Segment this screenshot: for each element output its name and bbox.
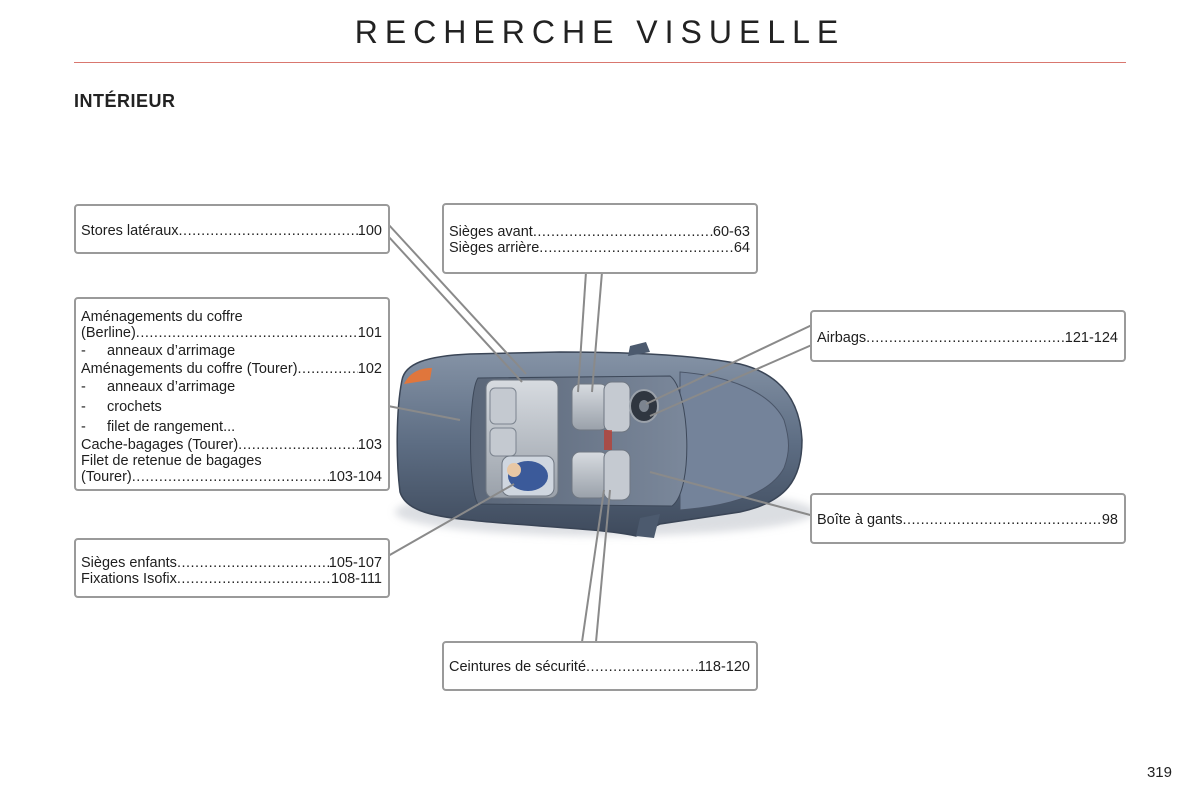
leader-stores (387, 235, 523, 383)
entry-sieges-arriere: Sièges arrière 64 (449, 240, 750, 256)
entry-page: 118-120 (697, 659, 750, 675)
rear-seat-cushion (489, 427, 517, 457)
callout-sieges-enfants[interactable]: Sièges enfants 105-107 Fixations Isofix … (74, 538, 390, 598)
entry-label: Sièges enfants (81, 555, 177, 571)
child-head (507, 463, 521, 477)
entry-page: 102 (357, 361, 382, 377)
entry-page: 101 (357, 325, 382, 341)
section-heading: INTÉRIEUR (74, 91, 176, 111)
entry-page: 121-124 (1064, 330, 1118, 346)
entry-sieges-avant: Sièges avant 60-63 (449, 224, 750, 240)
mirror (628, 342, 650, 356)
dot-leader (866, 330, 1065, 346)
callout-boite-a-gants[interactable]: Boîte à gants 98 (810, 493, 1126, 544)
dot-leader (132, 469, 329, 485)
page-number: 319 (1146, 764, 1172, 781)
callout-ceintures[interactable]: Ceintures de sécurité 118-120 (442, 641, 758, 691)
entry-filet-retenue: (Tourer) 103-104 (81, 469, 382, 485)
entry-page: 108-111 (330, 571, 382, 587)
entry-page: 60-63 (712, 224, 750, 240)
front-seat-right-back (603, 449, 631, 501)
entry-page: 103-104 (328, 469, 382, 485)
title-rule (74, 62, 1126, 63)
dot-leader (539, 240, 734, 256)
steering-hub (639, 400, 649, 412)
sub-item: -crochets (81, 399, 162, 415)
dot-leader (533, 224, 713, 240)
entry-label: Stores latéraux (81, 223, 179, 239)
entry-berline: (Berline) 101 (81, 325, 382, 341)
dot-leader (177, 571, 331, 587)
mirror (636, 514, 660, 538)
leader-sieges (591, 271, 603, 393)
entry-page: 105-107 (328, 555, 382, 571)
entry-label: Boîte à gants (817, 512, 903, 528)
car-hood (679, 371, 789, 511)
leader-lines (387, 223, 815, 643)
callout-amenagements-coffre[interactable]: Aménagements du coffre (Berline) 101 -an… (74, 297, 390, 491)
tail-light (404, 368, 432, 384)
entry-boite-a-gants: Boîte à gants 98 (817, 512, 1118, 528)
dot-leader (298, 361, 358, 377)
entry-label: Aménagements du coffre (Tourer) (81, 361, 298, 377)
dot-leader (179, 223, 358, 239)
sub-item: -filet de rangement... (81, 419, 236, 435)
leader-ceintures (581, 489, 605, 643)
entry-label: Cache-bagages (Tourer) (81, 437, 239, 453)
entry-label: Fixations Isofix (81, 571, 177, 587)
entry-label: Aménagements du coffre (81, 309, 243, 325)
center-console (604, 430, 612, 450)
leader-sieges (577, 271, 587, 393)
entry-label: Airbags (817, 330, 867, 346)
dot-leader (586, 659, 698, 675)
leader-airbags (649, 343, 815, 417)
entry-ceintures: Ceintures de sécurité 118-120 (449, 659, 750, 675)
entry-airbags: Airbags 121-124 (817, 330, 1118, 346)
entry-page: 98 (1101, 512, 1118, 528)
entry-label: (Tourer) (81, 469, 132, 485)
leader-stores (387, 223, 527, 375)
dot-leader (902, 512, 1101, 528)
callout-stores-lateraux[interactable]: Stores latéraux 100 (74, 204, 390, 254)
entry-stores-lateraux: Stores latéraux 100 (81, 223, 382, 239)
entry-page: 64 (733, 240, 750, 256)
sub-item: -anneaux d’arrimage (81, 379, 236, 395)
entry-page: 103 (357, 437, 382, 453)
entry-label: Ceintures de sécurité (449, 659, 587, 675)
dot-leader (136, 325, 358, 341)
leader-amenagements (387, 405, 461, 421)
entry-cache-bagages: Cache-bagages (Tourer) 103 (81, 437, 382, 453)
dot-leader (177, 555, 329, 571)
front-seat-right (571, 451, 609, 499)
entry-label: (Berline) (81, 325, 136, 341)
leader-gants (649, 471, 815, 517)
callout-sieges[interactable]: Sièges avant 60-63 Sièges arrière 64 (442, 203, 758, 274)
dot-leader (238, 437, 358, 453)
front-seat-left-back (603, 381, 631, 433)
sub-item: -anneaux d’arrimage (81, 343, 236, 359)
leader-airbags (645, 323, 815, 405)
leader-ceintures (595, 489, 611, 643)
entry-label: Sièges avant (449, 224, 533, 240)
entry-label: Sièges arrière (449, 240, 540, 256)
entry-tourer: Aménagements du coffre (Tourer) 102 (81, 361, 382, 377)
entry-sieges-enfants: Sièges enfants 105-107 (81, 555, 382, 571)
page-title: RECHERCHE VISUELLE (354, 14, 846, 50)
entry-label: Filet de retenue de bagages (81, 453, 262, 469)
rear-seat-cushion (489, 387, 517, 425)
entry-page: 100 (357, 223, 382, 239)
callout-airbags[interactable]: Airbags 121-124 (810, 310, 1126, 362)
entry-fixations-isofix: Fixations Isofix 108-111 (81, 571, 382, 587)
leader-enfants (387, 483, 515, 557)
